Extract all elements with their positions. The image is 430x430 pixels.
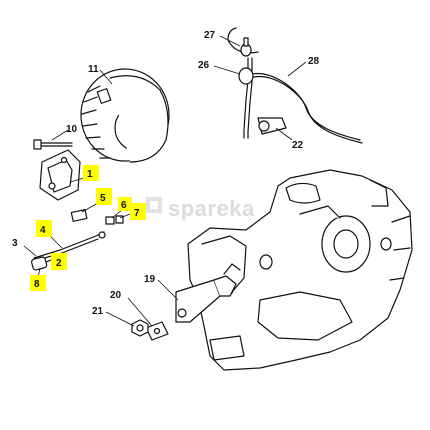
callout-labels: 1 2 3 4 5 6 7 8 10: [12, 30, 320, 317]
svg-text:8: 8: [34, 279, 40, 290]
callout-11: 11: [88, 64, 99, 75]
svg-text:26: 26: [198, 60, 210, 71]
svg-text:28: 28: [308, 56, 320, 67]
svg-text:6: 6: [121, 200, 127, 211]
watermark: spareka: [146, 196, 255, 221]
svg-text:3: 3: [12, 238, 18, 249]
nut-6-7: [105, 215, 124, 225]
screw-10: [33, 139, 73, 150]
callout-10: 10: [66, 124, 78, 135]
svg-text:10: 10: [66, 124, 78, 135]
callout-21: 21: [92, 306, 104, 317]
flywheel-part: [80, 68, 170, 163]
callout-22: 22: [292, 140, 304, 151]
svg-text:1: 1: [87, 169, 93, 180]
callout-6: 6: [118, 197, 132, 211]
callout-28: 28: [308, 56, 320, 67]
callout-5: 5: [96, 188, 112, 205]
callout-7: 7: [130, 203, 146, 220]
callout-26: 26: [198, 60, 210, 71]
callout-3: 3: [12, 238, 18, 249]
watermark-text: spareka: [168, 196, 255, 221]
callout-20: 20: [110, 290, 122, 301]
callout-27: 27: [204, 30, 216, 41]
callout-8: 8: [30, 275, 46, 291]
callout-1: 1: [83, 165, 99, 181]
svg-text:27: 27: [204, 30, 216, 41]
callout-19: 19: [144, 274, 156, 285]
svg-text:20: 20: [110, 290, 122, 301]
svg-text:2: 2: [56, 258, 62, 269]
svg-text:21: 21: [92, 306, 104, 317]
svg-text:7: 7: [134, 208, 140, 219]
crankcase-housing: [187, 169, 413, 371]
svg-text:22: 22: [292, 140, 304, 151]
nut-21: [131, 319, 149, 337]
clip-5: [70, 209, 88, 222]
callout-4: 4: [36, 220, 52, 237]
svg-text:11: 11: [88, 64, 99, 75]
ignition-module-part: [39, 149, 81, 201]
bracket-19: [175, 275, 237, 323]
svg-text:19: 19: [144, 274, 156, 285]
svg-text:5: 5: [100, 193, 106, 204]
fuel-line-assembly: [227, 27, 363, 144]
svg-text:4: 4: [40, 225, 46, 236]
callout-2: 2: [51, 253, 67, 270]
leader-lines: [23, 35, 307, 327]
washer-20: [145, 321, 169, 341]
